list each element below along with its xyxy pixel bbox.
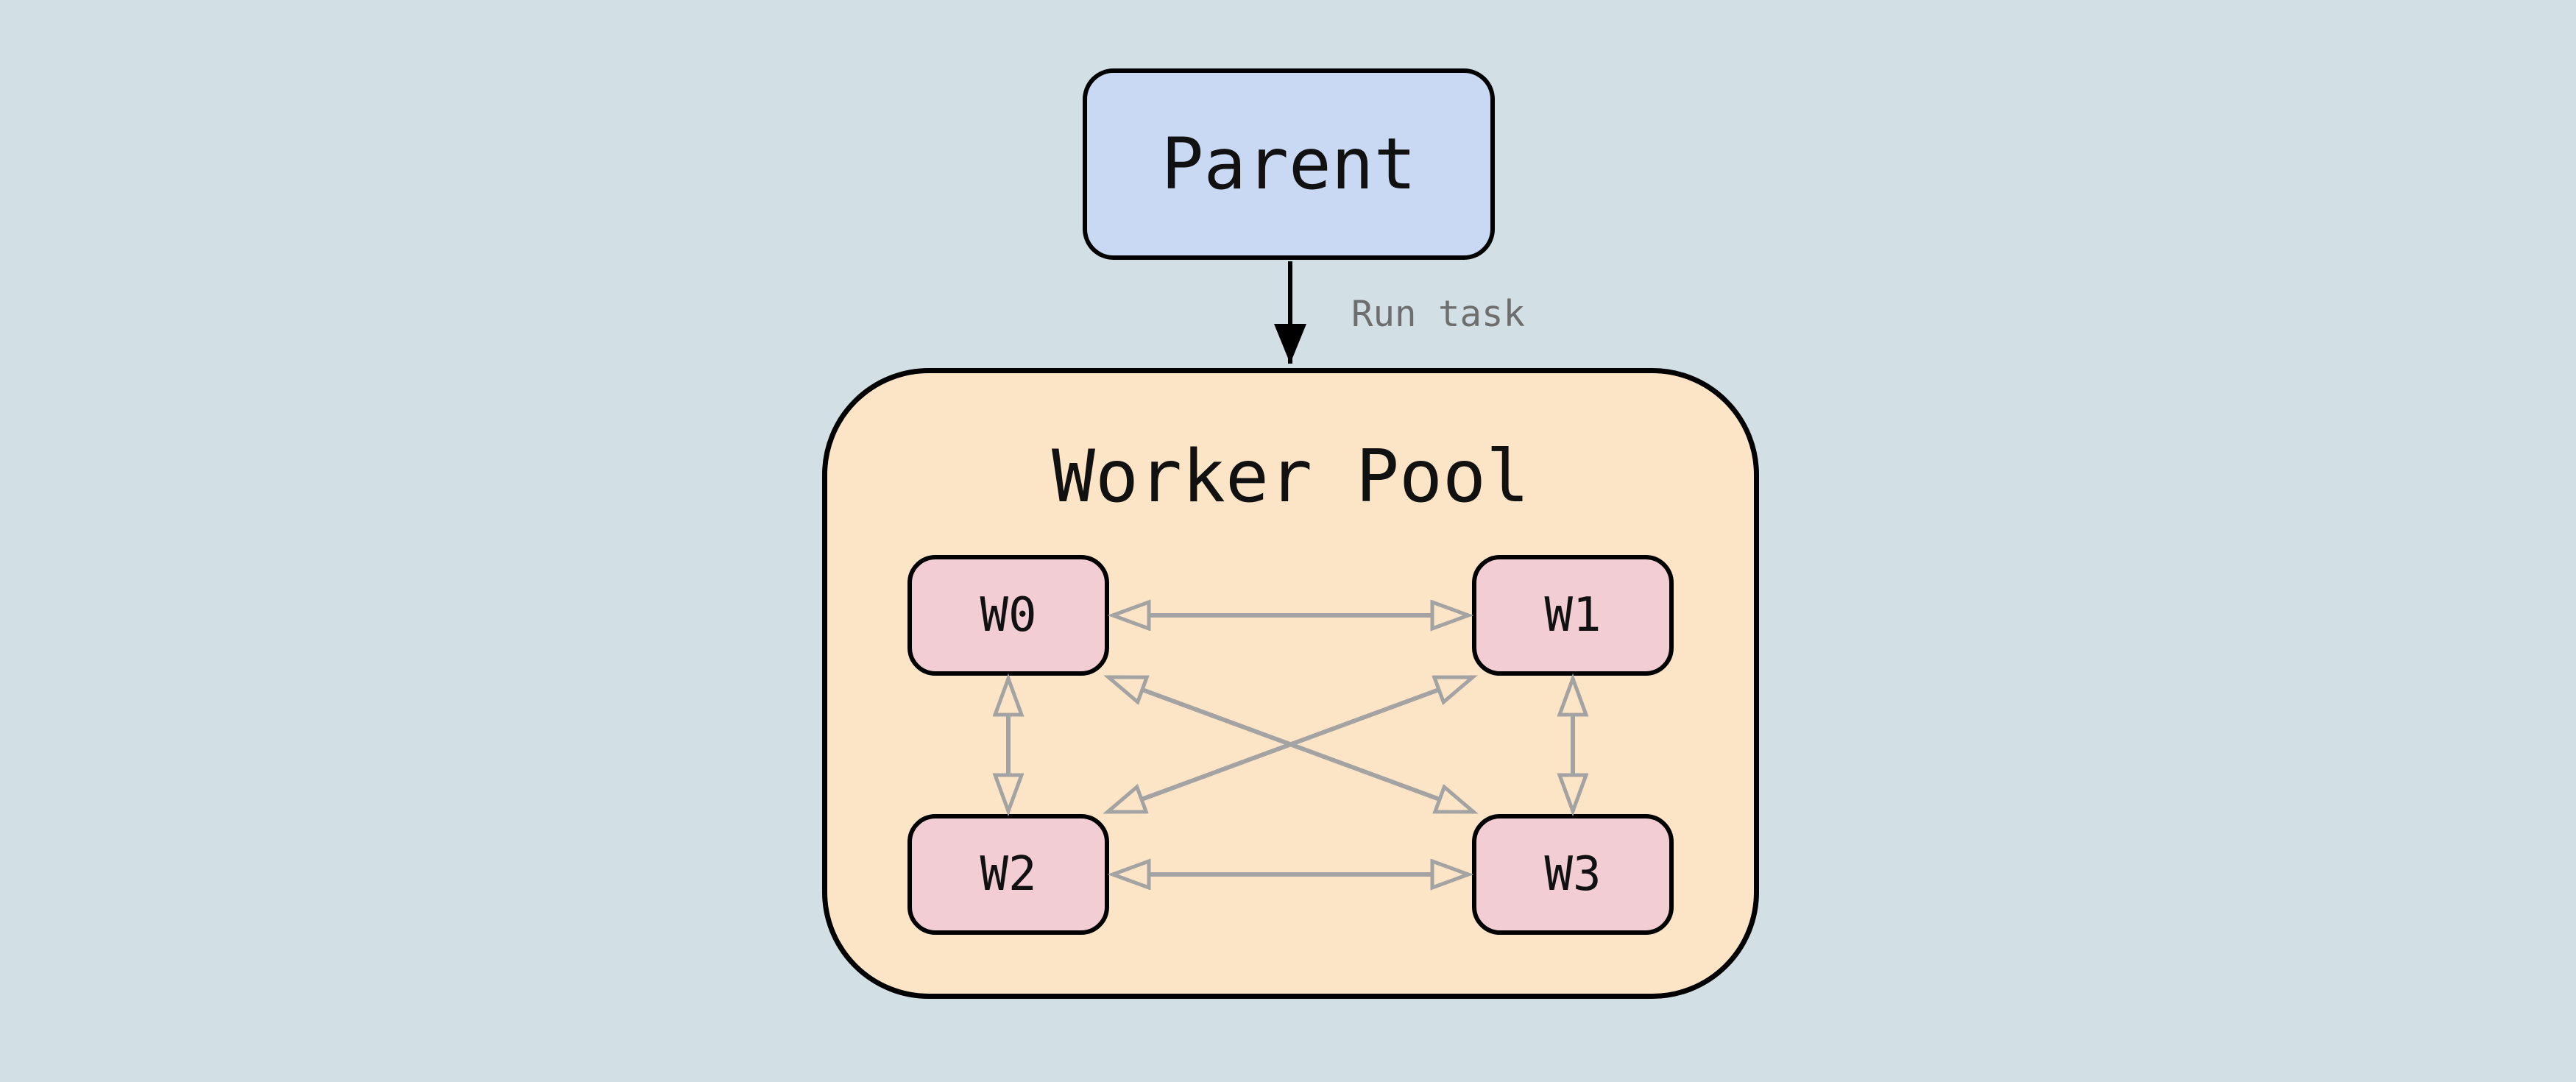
parent-node-label: Parent (1161, 123, 1417, 205)
worker-node-w0: W0 (907, 555, 1109, 676)
worker-pool-title: Worker Pool (1051, 435, 1529, 519)
worker-node-label: W2 (980, 847, 1037, 902)
worker-node-w2: W2 (907, 814, 1109, 935)
run-task-edge-label: Run task (1351, 293, 1526, 335)
worker-node-label: W3 (1544, 847, 1602, 902)
parent-node: Parent (1083, 68, 1495, 260)
worker-node-w3: W3 (1472, 814, 1674, 935)
worker-node-label: W1 (1544, 588, 1602, 643)
worker-node-label: W0 (980, 588, 1037, 643)
worker-node-w1: W1 (1472, 555, 1674, 676)
